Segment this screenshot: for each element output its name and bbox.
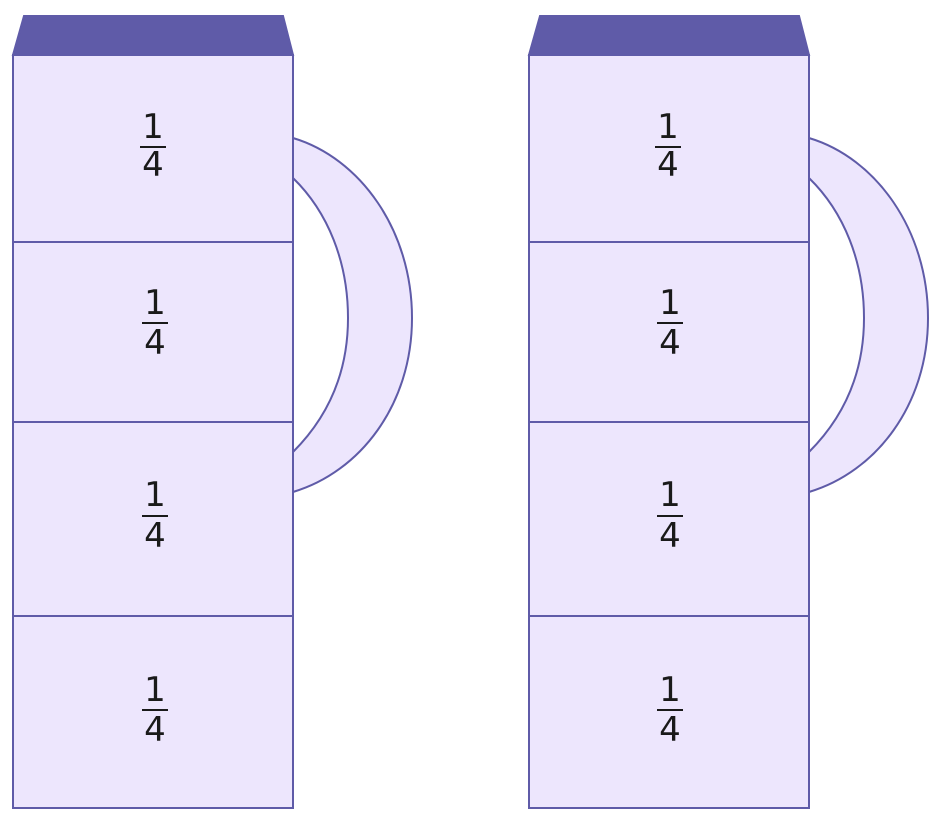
jug-section [12, 421, 294, 617]
fraction-denominator: 4 [659, 323, 681, 363]
jug-section [12, 615, 294, 809]
fraction-numerator: 1 [144, 670, 166, 710]
fraction-denominator: 4 [657, 145, 679, 185]
fraction-numerator: 1 [144, 283, 166, 323]
fraction-denominator: 4 [144, 323, 166, 363]
jug-lid [527, 15, 811, 56]
jug-left: 1 4 1 4 1 4 1 4 [11, 15, 414, 809]
jug-section [528, 421, 810, 617]
fraction-numerator: 1 [142, 107, 164, 147]
fraction-numerator: 1 [659, 283, 681, 323]
jug-lid [11, 15, 295, 56]
jug-right: 1 4 1 4 1 4 1 4 [527, 15, 930, 809]
fraction-numerator: 1 [144, 475, 166, 515]
fraction-label: 1 4 [142, 283, 168, 363]
jug-section [528, 615, 810, 809]
fraction-denominator: 4 [144, 516, 166, 556]
fraction-label: 1 4 [142, 670, 168, 750]
fraction-denominator: 4 [142, 145, 164, 185]
fraction-label: 1 4 [657, 670, 683, 750]
fraction-label: 1 4 [142, 475, 168, 556]
jug-handle [292, 136, 414, 494]
fraction-denominator: 4 [144, 710, 166, 750]
jug-section [528, 241, 810, 423]
fraction-numerator: 1 [659, 475, 681, 515]
fraction-label: 1 4 [140, 107, 166, 185]
fraction-label: 1 4 [657, 283, 683, 363]
jug-section [12, 241, 294, 423]
jug-section [12, 54, 294, 243]
jug-handle [808, 136, 930, 494]
fraction-numerator: 1 [659, 670, 681, 710]
fraction-label: 1 4 [655, 107, 681, 185]
fraction-denominator: 4 [659, 516, 681, 556]
fraction-numerator: 1 [657, 107, 679, 147]
jug-section [528, 54, 810, 243]
fraction-label: 1 4 [657, 475, 683, 556]
fraction-denominator: 4 [659, 710, 681, 750]
